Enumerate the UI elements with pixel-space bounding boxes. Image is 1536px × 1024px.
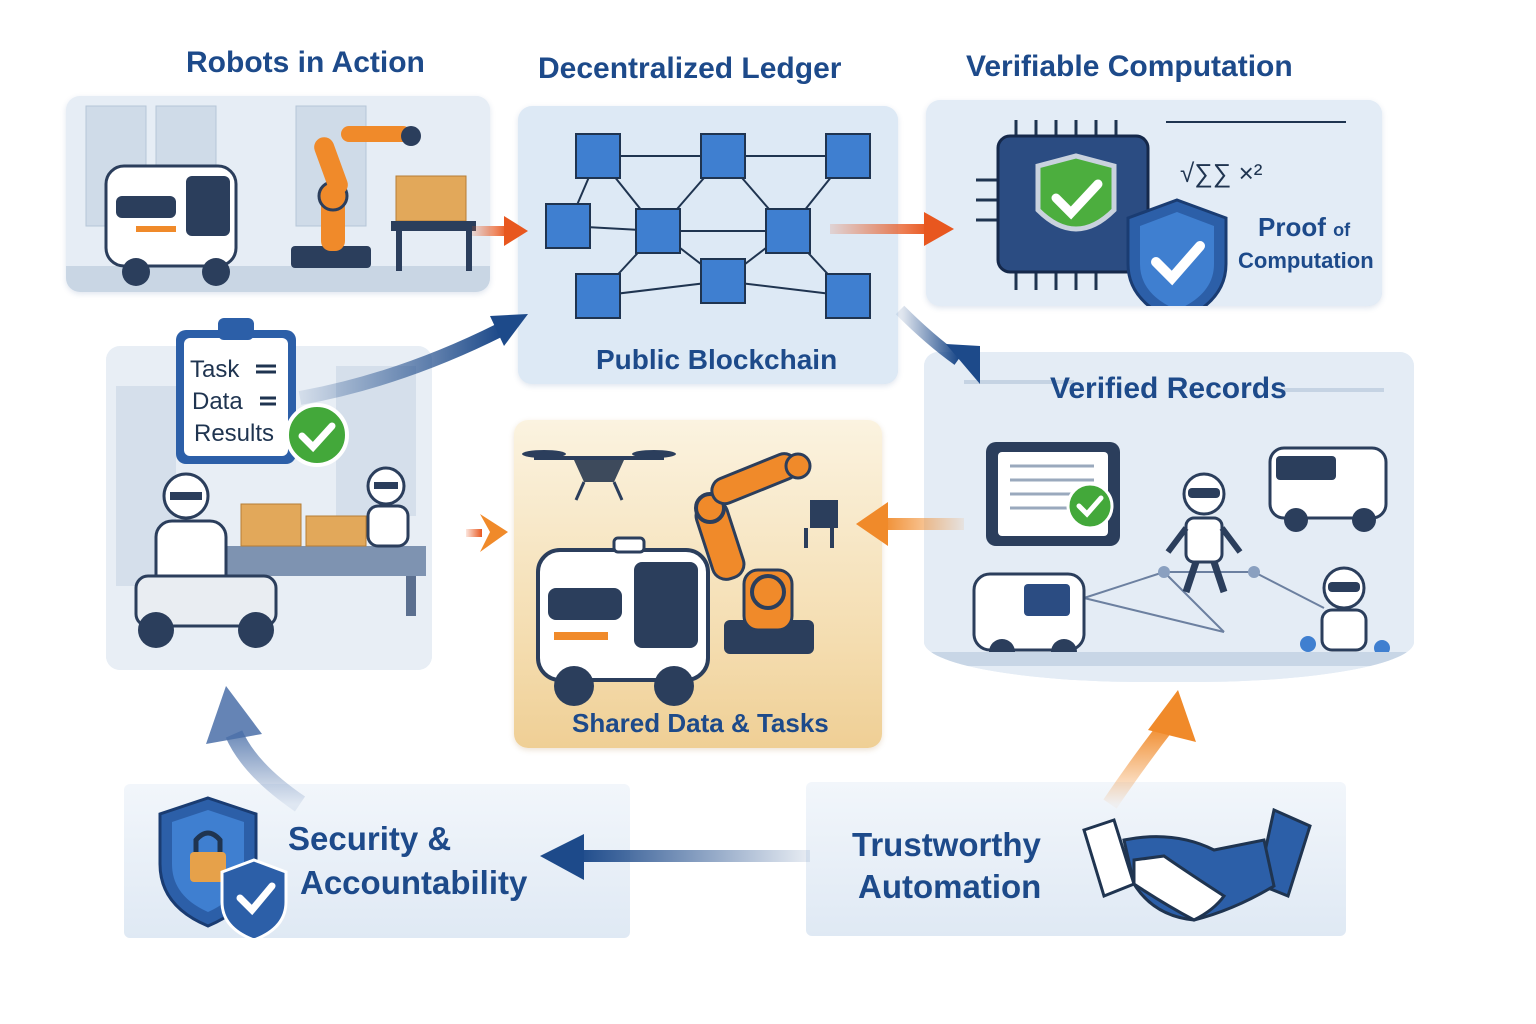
- clipboard-task-label: Task: [190, 356, 239, 384]
- public-blockchain-caption: Public Blockchain: [596, 344, 837, 376]
- verifiable-computation-panel: √∑∑ ×² Proof of Computation: [926, 100, 1382, 306]
- lock-shield-icon: [154, 794, 294, 938]
- trustworthy-label: Trustworthy: [852, 826, 1041, 864]
- orange-robot-arm-icon: [692, 450, 838, 654]
- verified-records-title: Verified Records: [1050, 372, 1287, 406]
- security-accountability-panel: Security & Accountability: [124, 784, 630, 938]
- small-vehicle-icon: [974, 574, 1084, 665]
- van-icon: [1270, 448, 1386, 532]
- robots-in-action-panel: [66, 96, 490, 292]
- ledger-panel: Public Blockchain: [518, 106, 898, 384]
- clipboard-data-label: Data: [192, 388, 243, 416]
- heading-verifiable-computation: Verifiable Computation: [966, 50, 1293, 84]
- warehouse-robots-illustration: [66, 96, 490, 292]
- shared-data-caption: Shared Data & Tasks: [572, 708, 829, 739]
- agv-robot-icon: [538, 538, 708, 706]
- accountability-label: Accountability: [300, 864, 527, 902]
- verified-shield-icon: [1122, 196, 1232, 306]
- heading-decentralized-ledger: Decentralized Ledger: [538, 52, 841, 86]
- arrow-operations-to-shared: [466, 514, 508, 552]
- proof-word: Proof: [1258, 212, 1326, 242]
- shared-data-panel: Shared Data & Tasks: [514, 420, 882, 748]
- security-label: Security &: [288, 820, 451, 858]
- proof-label: Proof of: [1258, 212, 1350, 243]
- computation-label: Computation: [1238, 248, 1374, 274]
- check-badge-icon: [284, 402, 350, 468]
- automation-label: Automation: [858, 868, 1041, 906]
- record-document-icon: [986, 442, 1120, 546]
- clipboard-card: Task Data Results: [174, 316, 298, 466]
- blockchain-network-icon: [518, 106, 898, 384]
- shared-robots-illustration: [514, 420, 882, 748]
- proof-of-word: of: [1333, 220, 1350, 240]
- formula-text: √∑∑ ×²: [1180, 158, 1262, 189]
- drone-icon: [522, 450, 676, 500]
- heading-robots-in-action: Robots in Action: [186, 46, 425, 80]
- clipboard-results-label: Results: [194, 420, 274, 448]
- handshake-icon: [1074, 800, 1314, 930]
- trustworthy-automation-panel: Trustworthy Automation: [806, 782, 1346, 936]
- verified-records-panel: Verified Records: [924, 352, 1414, 682]
